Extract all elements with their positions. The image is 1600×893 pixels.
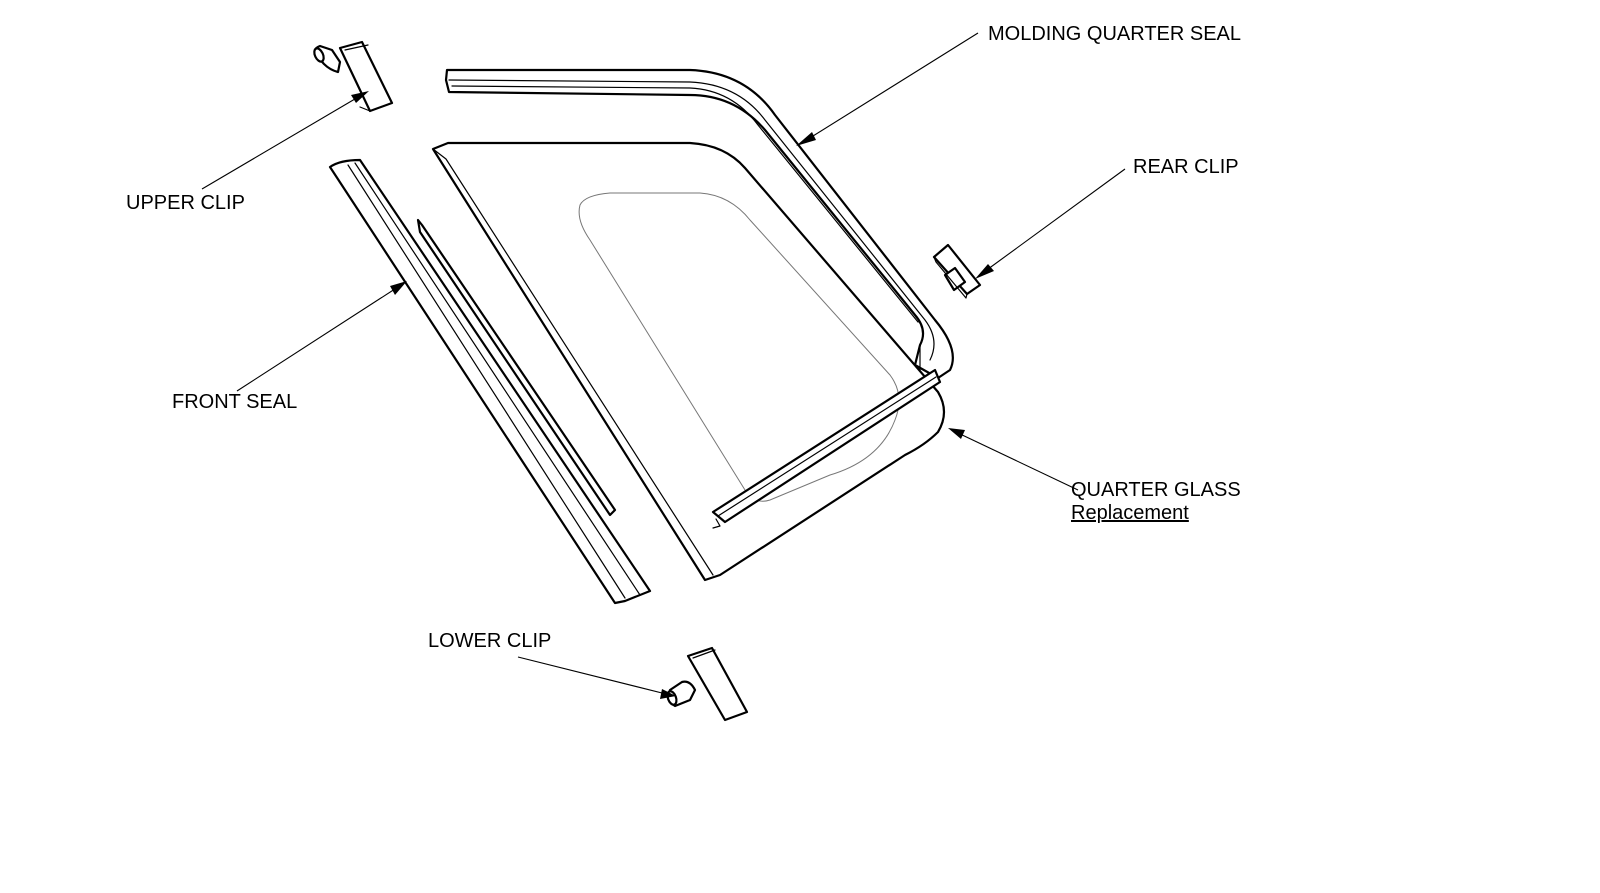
leader-rear-clip <box>975 168 1126 279</box>
upper-clip <box>313 40 394 113</box>
leader-molding-quarter-seal <box>796 32 979 146</box>
leader-upper-clip <box>201 91 369 190</box>
label-quarter-glass: QUARTER GLASS <box>1071 479 1241 501</box>
link-quarter-glass-replacement[interactable]: Replacement <box>1071 502 1189 524</box>
quarter-glass <box>431 141 946 582</box>
label-rear-clip: REAR CLIP <box>1133 156 1239 178</box>
label-lower-clip: LOWER CLIP <box>428 630 551 652</box>
front-seal <box>328 158 652 605</box>
lower-clip <box>666 646 749 722</box>
leader-front-seal <box>236 281 407 392</box>
label-front-seal: FRONT SEAL <box>172 391 297 413</box>
label-molding-quarter-seal: MOLDING QUARTER SEAL <box>988 23 1241 45</box>
leader-quarter-glass <box>948 428 1079 491</box>
rear-clip <box>932 243 982 299</box>
leader-lower-clip <box>517 656 676 699</box>
label-upper-clip: UPPER CLIP <box>126 192 245 214</box>
